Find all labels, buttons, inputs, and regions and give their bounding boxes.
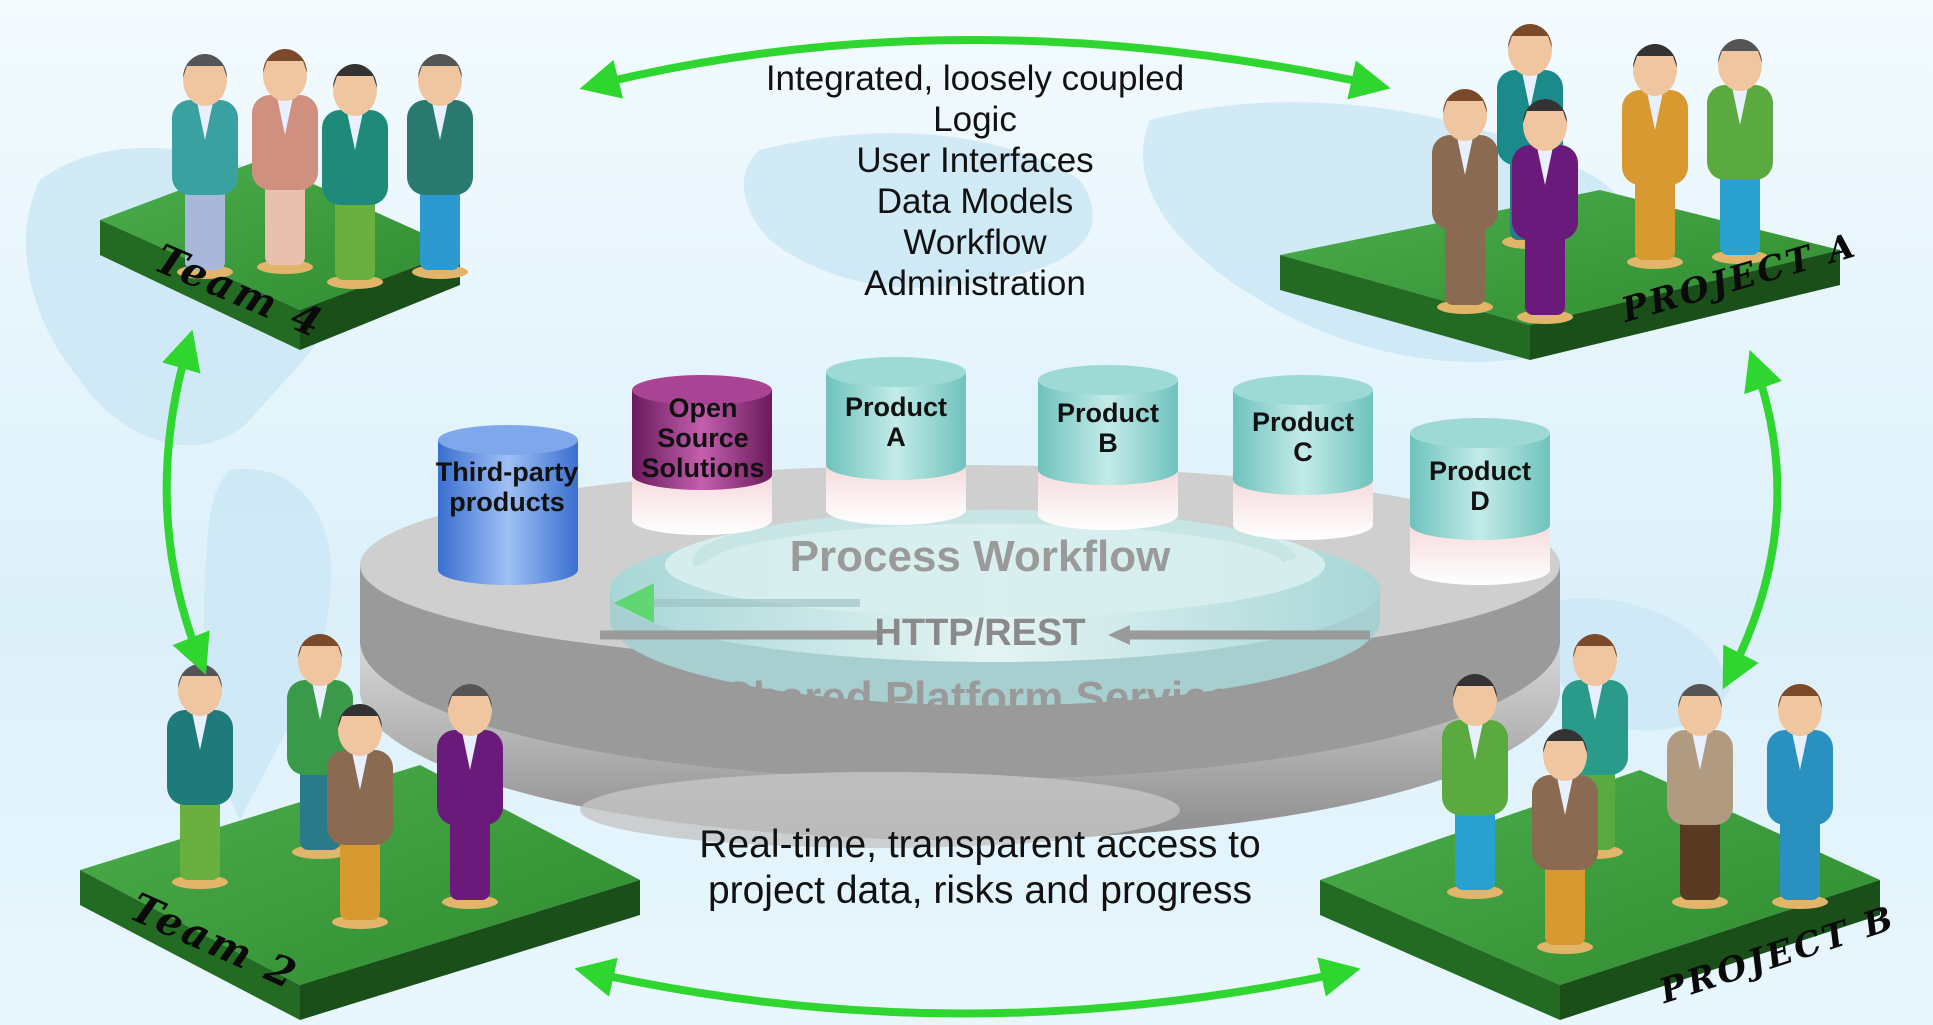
label-product-b: Product B — [1056, 398, 1159, 458]
integration-caption: Integrated, loosely coupled Logic User I… — [700, 58, 1250, 304]
process-workflow-label: Process Workflow — [789, 532, 1171, 581]
person-figure — [327, 704, 393, 929]
person-figure — [322, 64, 388, 289]
caption-line: Data Models — [876, 182, 1074, 221]
person-figure — [1442, 674, 1508, 899]
person-figure — [1622, 44, 1688, 269]
cylinder-third-party — [438, 425, 578, 585]
arrow-left — [162, 329, 210, 675]
person-figure — [252, 49, 318, 274]
access-caption: Real-time, transparent access to project… — [699, 823, 1261, 912]
shared-platform-services-label: Shared Platform Services — [723, 673, 1257, 722]
people-figures — [167, 24, 1833, 954]
arrow-top — [579, 36, 1391, 100]
arrow-bottom — [574, 957, 1361, 1018]
label-product-d: Product D — [1428, 456, 1531, 516]
person-figure — [172, 54, 238, 279]
caption-line: Administration — [864, 264, 1086, 303]
label-product-a: Product A — [844, 392, 947, 452]
tile-project-b — [1320, 770, 1880, 1020]
caption-line: User Interfaces — [856, 141, 1094, 180]
person-figure — [1432, 89, 1498, 314]
cylinder-product-a — [826, 357, 966, 525]
caption-line: Workflow — [903, 223, 1047, 262]
cylinder-product-d — [1410, 418, 1550, 585]
label-open-source: Open Source Solutions — [641, 393, 765, 483]
cylinder-product-c — [1233, 375, 1373, 540]
person-figure — [437, 684, 503, 909]
workflow-disc — [600, 509, 1380, 706]
person-figure — [1532, 729, 1598, 954]
connector-arrows — [162, 36, 1782, 1018]
person-figure — [1667, 684, 1733, 909]
platform-shadow — [580, 772, 1180, 848]
person-figure — [1512, 99, 1578, 324]
cylinder-open-source — [632, 375, 772, 535]
arrow-right — [1722, 349, 1782, 690]
label-third-party: Third-party products — [435, 457, 579, 517]
http-rest-label: HTTP/REST — [874, 612, 1086, 654]
cylinder-product-b — [1038, 365, 1178, 530]
person-figure — [407, 54, 473, 279]
person-figure — [167, 664, 233, 889]
caption-line: Logic — [933, 100, 1017, 139]
person-figure — [1767, 684, 1833, 909]
person-figure — [1707, 39, 1773, 264]
label-product-c: Product C — [1251, 407, 1354, 467]
caption-line: Integrated, loosely coupled — [765, 59, 1185, 98]
